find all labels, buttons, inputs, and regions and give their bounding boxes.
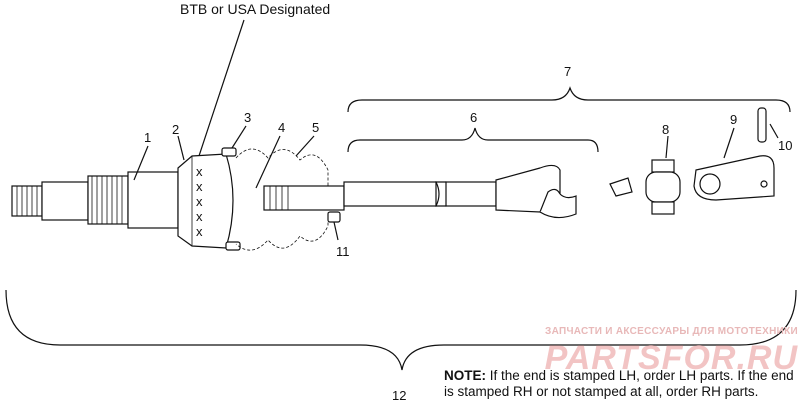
note-text: If the end is stamped LH, order LH parts…	[444, 368, 794, 399]
bracket-7	[347, 86, 791, 113]
watermark-tagline: ЗАПЧАСТИ И АКСЕССУАРЫ ДЛЯ МОТОТЕХНИКИ	[545, 326, 798, 337]
callout-12: 12	[392, 388, 406, 403]
callout-10: 10	[778, 138, 792, 153]
stub-axle	[11, 171, 179, 229]
callout-3: 3	[244, 110, 251, 125]
stamp-mark: x	[196, 194, 203, 209]
watermark-brand: PARTSFOR.RU	[544, 339, 798, 377]
stamp-mark: x	[196, 224, 203, 239]
bracket-12	[5, 289, 797, 371]
callout-1: 1	[144, 130, 151, 145]
watermark: ЗАПЧАСТИ И АКСЕССУАРЫ ДЛЯ МОТОТЕХНИКИ PA…	[486, 326, 798, 378]
cross-bearing	[609, 159, 681, 215]
callout-7: 7	[564, 64, 571, 79]
note-label: NOTE:	[444, 368, 486, 383]
clamp-outer	[327, 211, 341, 223]
stamp-mark: x	[196, 164, 203, 179]
callout-6: 6	[470, 110, 477, 125]
cv-housing	[177, 153, 234, 249]
callout-9: 9	[730, 112, 737, 127]
callout-2: 2	[172, 122, 179, 137]
callout-8: 8	[662, 122, 669, 137]
drive-shaft	[263, 164, 577, 219]
stamp-mark: x	[196, 179, 203, 194]
bracket-6	[347, 127, 599, 153]
callout-5: 5	[312, 120, 319, 135]
callout-11: 11	[336, 244, 350, 259]
callout-4: 4	[278, 120, 285, 135]
ordering-note: NOTE: If the end is stamped LH, order LH…	[444, 368, 794, 400]
stamp-mark: x	[196, 209, 203, 224]
designation-leader	[195, 19, 245, 166]
pin	[757, 107, 767, 143]
designation-label: BTB or USA Designated	[180, 1, 331, 17]
